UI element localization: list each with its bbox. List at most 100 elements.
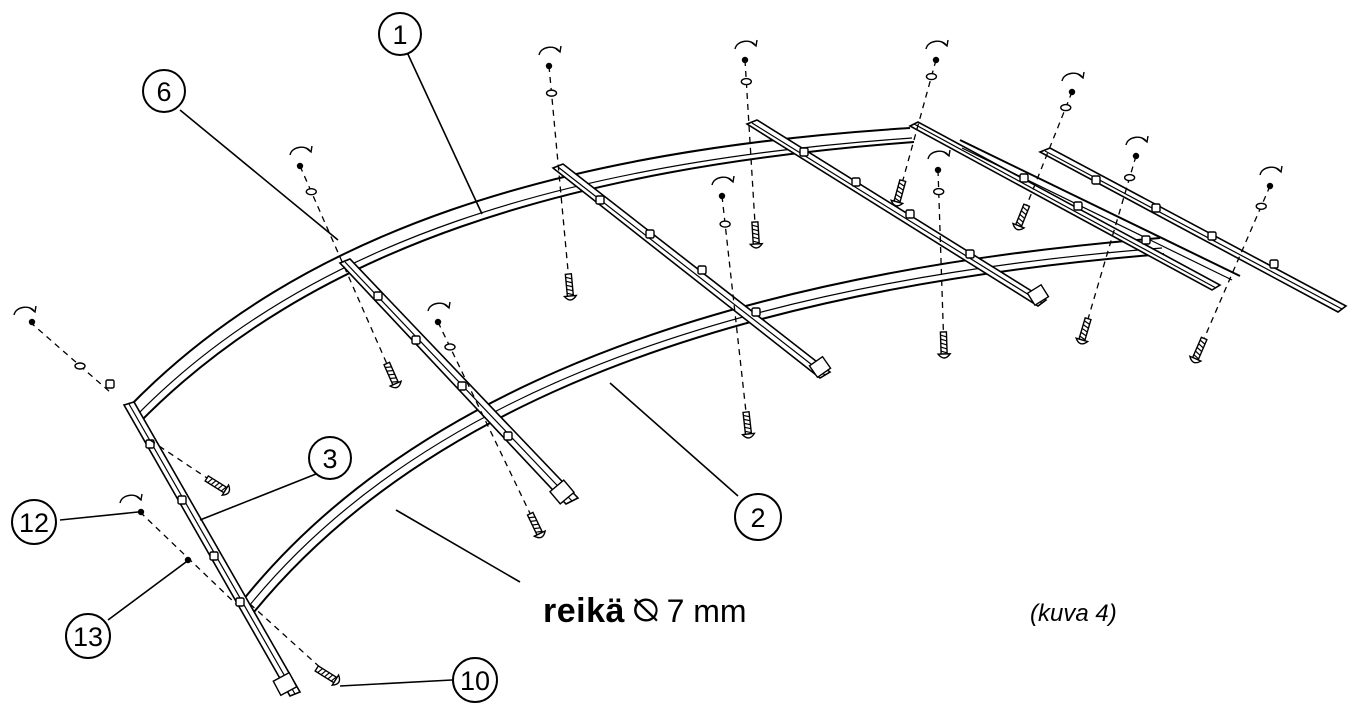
leaders	[59, 49, 739, 687]
callout-1-label: 1	[392, 20, 407, 50]
rotate-arrow-icon	[427, 301, 451, 312]
rotate-arrow-icon	[289, 145, 313, 156]
hole-word: reikä	[543, 591, 625, 630]
clamp-icon	[1019, 173, 1029, 183]
clamp-icon	[1141, 235, 1151, 245]
nut-icon	[296, 162, 304, 170]
bolt-icon	[526, 511, 547, 539]
clamp-icon	[645, 229, 655, 239]
callout-2-label: 2	[750, 503, 765, 533]
cross-bar-d	[1038, 147, 1348, 313]
washer-icon	[444, 343, 456, 351]
callout-6-label: 6	[156, 77, 171, 107]
fastener-axis	[299, 165, 395, 381]
nut-icon	[28, 318, 36, 326]
fastener-axis	[744, 59, 757, 241]
clamp-icon	[1151, 203, 1161, 213]
clamp-icon	[1207, 231, 1217, 241]
brace	[959, 139, 1241, 277]
rotate-arrow-icon	[711, 175, 735, 186]
fastener-axis	[1082, 155, 1137, 337]
clamp-icon	[905, 209, 915, 219]
rotate-arrow-icon	[734, 39, 758, 50]
figure-caption: (kuva 4)	[1030, 600, 1117, 627]
clamp-icon	[1091, 175, 1101, 185]
callout-6: 6	[142, 69, 186, 113]
clamps	[105, 147, 1279, 607]
nut-icon	[434, 318, 442, 326]
cross-bar-b	[745, 119, 1050, 307]
clamp-icon	[457, 381, 467, 391]
bolt-icon	[936, 331, 952, 359]
rotate-arrow-icon	[1259, 165, 1283, 176]
rotate-arrow-icon	[925, 39, 949, 50]
nut-icon	[718, 192, 726, 200]
clamp-icon	[235, 597, 245, 607]
washer-icon	[1255, 202, 1267, 210]
rotate-arrow-icon	[1125, 135, 1149, 146]
nut-icon	[934, 166, 942, 174]
nut-icon	[1132, 152, 1140, 160]
bolt-icon	[562, 273, 578, 301]
nut-icon	[1068, 88, 1076, 96]
clamp-icon	[373, 291, 383, 301]
nut-icon	[1266, 182, 1274, 190]
clamp-icon	[965, 249, 975, 259]
washer-icon	[1123, 173, 1136, 182]
bolt-icon	[1188, 336, 1208, 364]
nut-icon	[184, 556, 192, 564]
bolt-icon	[889, 178, 907, 207]
fastener-axis	[548, 65, 571, 293]
rotate-arrow-icon	[1061, 71, 1085, 82]
bolt-icon	[314, 664, 341, 687]
clamp-icon	[209, 551, 219, 561]
callout-3: 3	[308, 436, 352, 480]
clamp-icon	[411, 335, 421, 345]
washer-icon	[719, 220, 731, 228]
fastener-axis	[937, 169, 945, 351]
washer-icon	[933, 187, 945, 196]
callout-10-label: 10	[460, 666, 490, 696]
diameter-icon: ⦰	[632, 592, 659, 628]
cross-bar-c	[908, 121, 1222, 291]
nut-icon	[932, 56, 940, 64]
fastener-axis	[249, 603, 335, 681]
callout-13: 13	[65, 613, 111, 659]
bolt-icon	[741, 411, 756, 439]
clamp-icon	[1269, 259, 1279, 269]
cross-bar-a	[551, 163, 832, 379]
washer-icon	[740, 77, 753, 86]
rail-outer	[127, 127, 915, 425]
fastener-axis	[437, 321, 539, 531]
washer-icon	[305, 187, 317, 196]
washer-icon	[925, 72, 938, 81]
fasteners	[13, 39, 1283, 687]
hole-note: reikä ⦰ 7 mm	[543, 586, 747, 636]
clamp-icon	[751, 307, 761, 317]
washer-icon	[1060, 103, 1072, 112]
rotate-arrow-icon	[13, 305, 37, 316]
nut-icon	[137, 508, 145, 516]
callout-12: 12	[11, 499, 57, 545]
clamp-icon	[503, 431, 513, 441]
fastener-axis	[897, 59, 937, 199]
washer-icon	[74, 362, 86, 370]
bolt-icon	[383, 361, 403, 389]
rotate-arrow-icon	[119, 493, 143, 504]
callout-12-label: 12	[19, 508, 49, 538]
hole-size: 7 mm	[666, 592, 747, 629]
fastener-axis	[1196, 185, 1271, 356]
bolt-icon	[748, 221, 764, 249]
clamp-icon	[177, 495, 187, 505]
clamp-icon	[595, 195, 605, 205]
bolt-icon	[1011, 203, 1031, 231]
clamp-icon	[1073, 201, 1083, 211]
washer-icon	[545, 89, 558, 97]
clamp-icon	[697, 265, 707, 275]
callout-1: 1	[378, 12, 422, 56]
nut-icon	[545, 62, 553, 70]
callout-3-label: 3	[322, 444, 337, 474]
callout-2: 2	[734, 493, 782, 541]
end-bar	[122, 401, 302, 698]
